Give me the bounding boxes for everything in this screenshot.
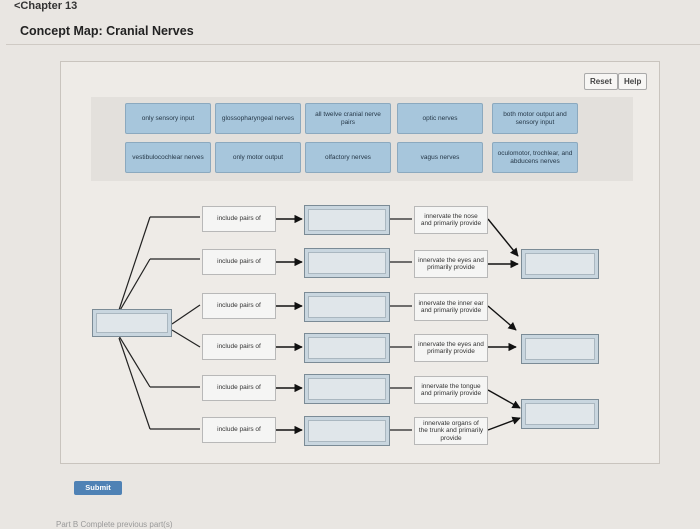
innervate-nose-box: innervate the nose and primarily provide [414, 206, 488, 234]
label-oculomotor-trochlear-abducens[interactable]: oculomotor, trochlear, and abducens nerv… [492, 142, 578, 173]
root-drop-zone[interactable] [92, 309, 172, 337]
label-glossopharyngeal-nerves[interactable]: glossopharyngeal nerves [215, 103, 301, 134]
include-pairs-of-box: include pairs of [202, 417, 276, 443]
submit-button[interactable]: Submit [74, 481, 122, 495]
label-vagus-nerves[interactable]: vagus nerves [397, 142, 483, 173]
nerve-drop-zone[interactable] [304, 333, 390, 363]
innervate-eyes-box: innervate the eyes and primarily provide [414, 334, 488, 362]
next-part-link[interactable]: Part B Complete previous part(s) [56, 520, 173, 529]
innervate-eyes-box: innervate the eyes and primarily provide [414, 250, 488, 278]
label-optic-nerves[interactable]: optic nerves [397, 103, 483, 134]
back-to-chapter-link[interactable]: <Chapter 13 [14, 0, 78, 12]
include-pairs-of-box: include pairs of [202, 375, 276, 401]
label-olfactory-nerves[interactable]: olfactory nerves [305, 142, 391, 173]
include-pairs-of-box: include pairs of [202, 293, 276, 319]
nerve-drop-zone[interactable] [304, 416, 390, 446]
label-only-sensory-input[interactable]: only sensory input [125, 103, 211, 134]
include-pairs-of-box: include pairs of [202, 206, 276, 232]
page-title: Concept Map: Cranial Nerves [20, 24, 194, 38]
nerve-drop-zone[interactable] [304, 374, 390, 404]
output-drop-zone[interactable] [521, 249, 599, 279]
label-all-twelve-cranial-nerve-pairs[interactable]: all twelve cranial nerve pairs [305, 103, 391, 134]
include-pairs-of-box: include pairs of [202, 249, 276, 275]
output-drop-zone[interactable] [521, 399, 599, 429]
nerve-drop-zone[interactable] [304, 205, 390, 235]
label-vestibulocochlear-nerves[interactable]: vestibulocochlear nerves [125, 142, 211, 173]
innervate-organs-box: innervate organs of the trunk and primar… [414, 417, 488, 445]
label-both-motor-and-sensory[interactable]: both motor output and sensory input [492, 103, 578, 134]
innervate-inner-ear-box: innervate the inner ear and primarily pr… [414, 293, 488, 321]
reset-button[interactable]: Reset [584, 73, 618, 90]
label-only-motor-output[interactable]: only motor output [215, 142, 301, 173]
nerve-drop-zone[interactable] [304, 292, 390, 322]
nerve-drop-zone[interactable] [304, 248, 390, 278]
innervate-tongue-box: innervate the tongue and primarily provi… [414, 376, 488, 404]
divider [6, 44, 700, 45]
include-pairs-of-box: include pairs of [202, 334, 276, 360]
output-drop-zone[interactable] [521, 334, 599, 364]
help-button[interactable]: Help [618, 73, 648, 90]
